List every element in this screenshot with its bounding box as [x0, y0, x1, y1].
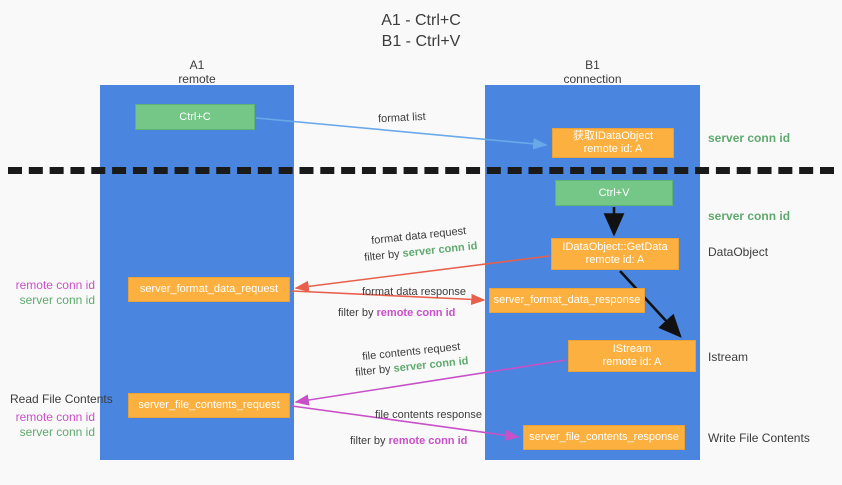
annotation-conn-ids-upper: remote conn id server conn id — [10, 278, 95, 308]
annotation-remote-conn-id-a: remote conn id — [15, 278, 95, 292]
edge-label-format-data-response-filter: filter by remote conn id — [338, 306, 455, 320]
annotation-read-file-contents: Read File Contents — [10, 392, 113, 406]
phase-divider — [8, 167, 834, 174]
edge-label-file-contents-response: file contents response — [375, 409, 483, 421]
page-title: A1 - Ctrl+C B1 - Ctrl+V — [0, 10, 842, 52]
node-get-idataobject-line1: 获取IDataObject — [572, 130, 654, 142]
node-istream[interactable]: IStream remote id: A — [568, 340, 696, 372]
filter-key-remote-conn-id: remote conn id — [376, 307, 456, 319]
lane-a1-role: remote — [178, 72, 216, 86]
node-server-file-contents-request-label: server_file_contents_request — [138, 399, 280, 411]
node-idataobject-getdata[interactable]: IDataObject::GetData remote id: A — [551, 238, 679, 270]
node-get-idataobject[interactable]: 获取IDataObject remote id: A — [552, 128, 674, 158]
annotation-server-conn-id-top: server conn id — [708, 131, 791, 145]
annotation-conn-ids-lower: remote conn id server conn id — [10, 410, 95, 440]
filter-prefix: filter by — [363, 247, 404, 264]
node-server-file-contents-request[interactable]: server_file_contents_request — [128, 393, 290, 418]
filter-key-remote-conn-id: remote conn id — [388, 435, 468, 447]
lane-b1-name: B1 — [585, 58, 600, 72]
node-server-format-data-response[interactable]: server_format_data_response — [489, 288, 645, 313]
lane-header-b1: B1 connection — [485, 58, 700, 86]
edge-label-file-contents-response-filter: filter by remote conn id — [350, 434, 467, 448]
title-line-1: A1 - Ctrl+C — [381, 12, 461, 29]
node-idataobject-getdata-line1: IDataObject::GetData — [562, 241, 668, 253]
node-server-format-data-request-label: server_format_data_request — [139, 283, 279, 295]
lane-header-a1: A1 remote — [100, 58, 294, 86]
node-istream-line1: IStream — [612, 343, 652, 355]
filter-prefix: filter by — [350, 435, 389, 447]
annotation-server-conn-id-mid: server conn id — [708, 209, 791, 223]
annotation-server-conn-id-a: server conn id — [19, 293, 95, 307]
node-idataobject-getdata-line2: remote id: A — [585, 254, 645, 266]
edge-label-format-data-response: format data response — [362, 286, 466, 298]
node-server-file-contents-response-label: server_file_contents_response — [529, 431, 679, 443]
node-get-idataobject-line2: remote id: A — [583, 143, 643, 155]
node-ctrl-c[interactable]: Ctrl+C — [135, 104, 255, 130]
annotation-data-object: DataObject — [708, 245, 769, 259]
annotation-write-file-contents: Write File Contents — [708, 431, 810, 445]
node-server-format-data-request[interactable]: server_format_data_request — [128, 277, 290, 302]
node-istream-line2: remote id: A — [602, 356, 662, 368]
node-server-file-contents-response[interactable]: server_file_contents_response — [523, 425, 685, 450]
edge-label-format-list: format list — [377, 110, 426, 126]
annotation-istream: Istream — [708, 350, 749, 364]
node-ctrl-c-label: Ctrl+C — [179, 110, 211, 123]
annotation-server-conn-id-b: server conn id — [19, 425, 95, 439]
node-ctrl-v-label: Ctrl+V — [598, 186, 630, 199]
filter-prefix: filter by — [338, 307, 377, 319]
title-line-2: B1 - Ctrl+V — [381, 33, 461, 50]
lane-b1-role: connection — [563, 72, 622, 86]
node-server-format-data-response-label: server_format_data_response — [493, 294, 641, 306]
filter-prefix: filter by — [354, 362, 395, 379]
lane-a1-name: A1 — [189, 58, 205, 72]
annotation-remote-conn-id-b: remote conn id — [15, 410, 95, 424]
node-ctrl-v[interactable]: Ctrl+V — [555, 180, 673, 206]
